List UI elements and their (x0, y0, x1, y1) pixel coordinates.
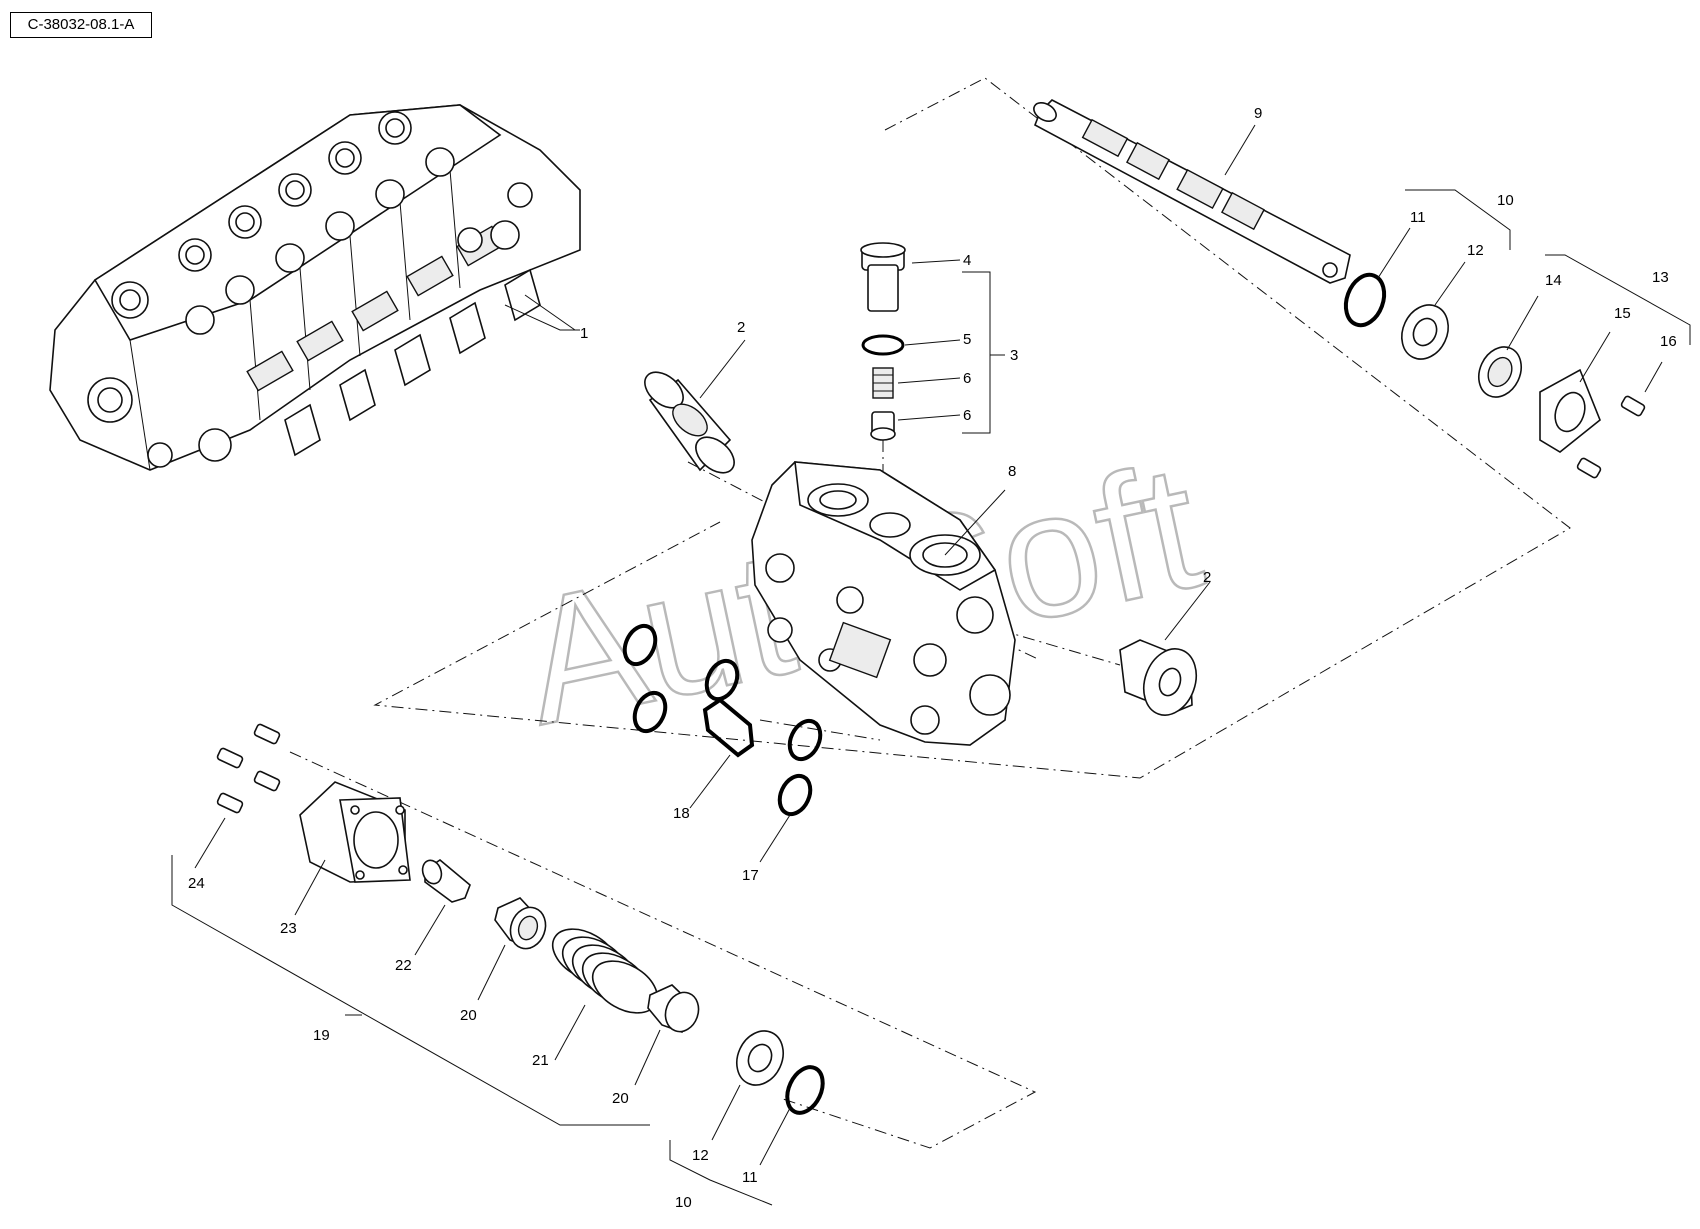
callout-4: 4 (963, 252, 971, 269)
leader-23 (294, 859, 326, 916)
bolt-16-b (1576, 457, 1602, 479)
spool-illustration (1033, 99, 1351, 284)
leader-2b (1164, 581, 1211, 641)
o-ring-17-a (622, 623, 658, 667)
axis-line-orings (759, 719, 881, 741)
callout-20-b: 20 (612, 1090, 629, 1107)
screw-24-a (253, 723, 281, 745)
bolt-16-a (1620, 395, 1646, 417)
leader-4 (911, 259, 961, 264)
check-valve-kit-illustration (860, 242, 906, 441)
callout-6-a: 6 (963, 370, 971, 387)
retainer-22-illustration (421, 859, 471, 903)
spring-21-illustration (551, 928, 659, 1014)
callout-10-bottom: 10 (675, 1194, 692, 1211)
callout-labels: 1 2 2 3 4 5 6 6 8 9 10 10 11 11 12 12 13… (188, 105, 1677, 1211)
callout-11-top: 11 (1410, 209, 1426, 226)
callout-17: 17 (742, 867, 759, 884)
leader-12a (1434, 261, 1466, 306)
seal-14-inner (1487, 356, 1513, 388)
leader-22 (414, 904, 446, 956)
leader-1b (524, 294, 576, 331)
screw-24-b (216, 747, 244, 769)
washer-12-bottom-hole (747, 1043, 773, 1073)
screw-24-c (253, 770, 281, 792)
callout-5: 5 (963, 331, 971, 348)
o-ring-11-bottom (785, 1065, 825, 1115)
bracket-19 (171, 855, 650, 1126)
seal-18 (702, 697, 755, 758)
callout-16: 16 (1660, 333, 1677, 350)
spring-seat-20a-illustration (494, 897, 547, 950)
bracket-13 (1545, 254, 1691, 345)
drawing-code: C-38032-08.1-A (10, 12, 152, 38)
callout-14: 14 (1545, 272, 1562, 289)
callout-6-b: 6 (963, 407, 971, 424)
callout-12-bottom: 12 (692, 1147, 709, 1164)
valve-section-body-illustration (751, 461, 1016, 746)
leader-11a (1377, 227, 1411, 279)
callout-2-right: 2 (1203, 569, 1211, 586)
bracket-3 (962, 271, 991, 434)
axis-line-block (959, 621, 1041, 661)
callout-10-top: 10 (1497, 192, 1514, 209)
washer-12-top-hole (1412, 317, 1438, 347)
callout-12-top: 12 (1467, 242, 1484, 259)
plug-right-illustration (1119, 639, 1198, 716)
callout-8: 8 (1008, 463, 1016, 480)
o-ring-17-c (704, 658, 740, 702)
o-ring-17-b (632, 690, 668, 734)
axis-line-item2b (999, 629, 1121, 666)
o-ring-17-d (787, 718, 823, 762)
callout-18: 18 (673, 805, 690, 822)
leader-20b (634, 1029, 661, 1086)
callout-23: 23 (280, 920, 297, 937)
leader-14 (1506, 295, 1539, 351)
callout-20-a: 20 (460, 1007, 477, 1024)
callout-24: 24 (188, 875, 205, 892)
leader-12b (711, 1084, 741, 1141)
callout-13: 13 (1652, 269, 1669, 286)
bracket-10a (1405, 189, 1511, 250)
leader-15 (1579, 331, 1611, 383)
callout-1: 1 (580, 325, 588, 342)
o-ring-11-top (1343, 272, 1387, 328)
o-ring-17-e (777, 773, 813, 817)
plug-left-illustration (644, 371, 735, 474)
callout-19: 19 (313, 1027, 330, 1044)
leader-17 (759, 814, 791, 863)
control-valve-assembly-illustration (49, 104, 581, 471)
leader-11b (759, 1107, 791, 1166)
leader-20a (477, 944, 506, 1001)
leader-2a (699, 339, 746, 399)
screw-24-d (216, 792, 244, 814)
axis-line-item2 (687, 461, 781, 511)
callout-21: 21 (532, 1052, 549, 1069)
assembly-envelope-lower (289, 751, 1037, 1149)
callout-22: 22 (395, 957, 412, 974)
callout-11-bottom: 11 (742, 1169, 758, 1186)
leader-21 (554, 1004, 586, 1061)
leader-9 (1224, 124, 1256, 176)
callout-9: 9 (1254, 105, 1262, 122)
leader-6a (897, 377, 961, 384)
leader-6b (897, 414, 961, 421)
leader-18 (689, 754, 731, 809)
flange-15-hole (1554, 391, 1586, 433)
bracket-10b (669, 1140, 773, 1206)
leader-16 (1644, 361, 1663, 393)
leader-5 (904, 339, 961, 346)
spring-seat-20b-illustration (647, 984, 700, 1033)
cover-23-illustration (299, 781, 411, 883)
leader-8 (944, 489, 1006, 556)
leader-24 (194, 817, 226, 869)
leader-1a (504, 304, 580, 331)
callout-3: 3 (1010, 347, 1018, 364)
callout-2-left: 2 (737, 319, 745, 336)
callout-15: 15 (1614, 305, 1631, 322)
